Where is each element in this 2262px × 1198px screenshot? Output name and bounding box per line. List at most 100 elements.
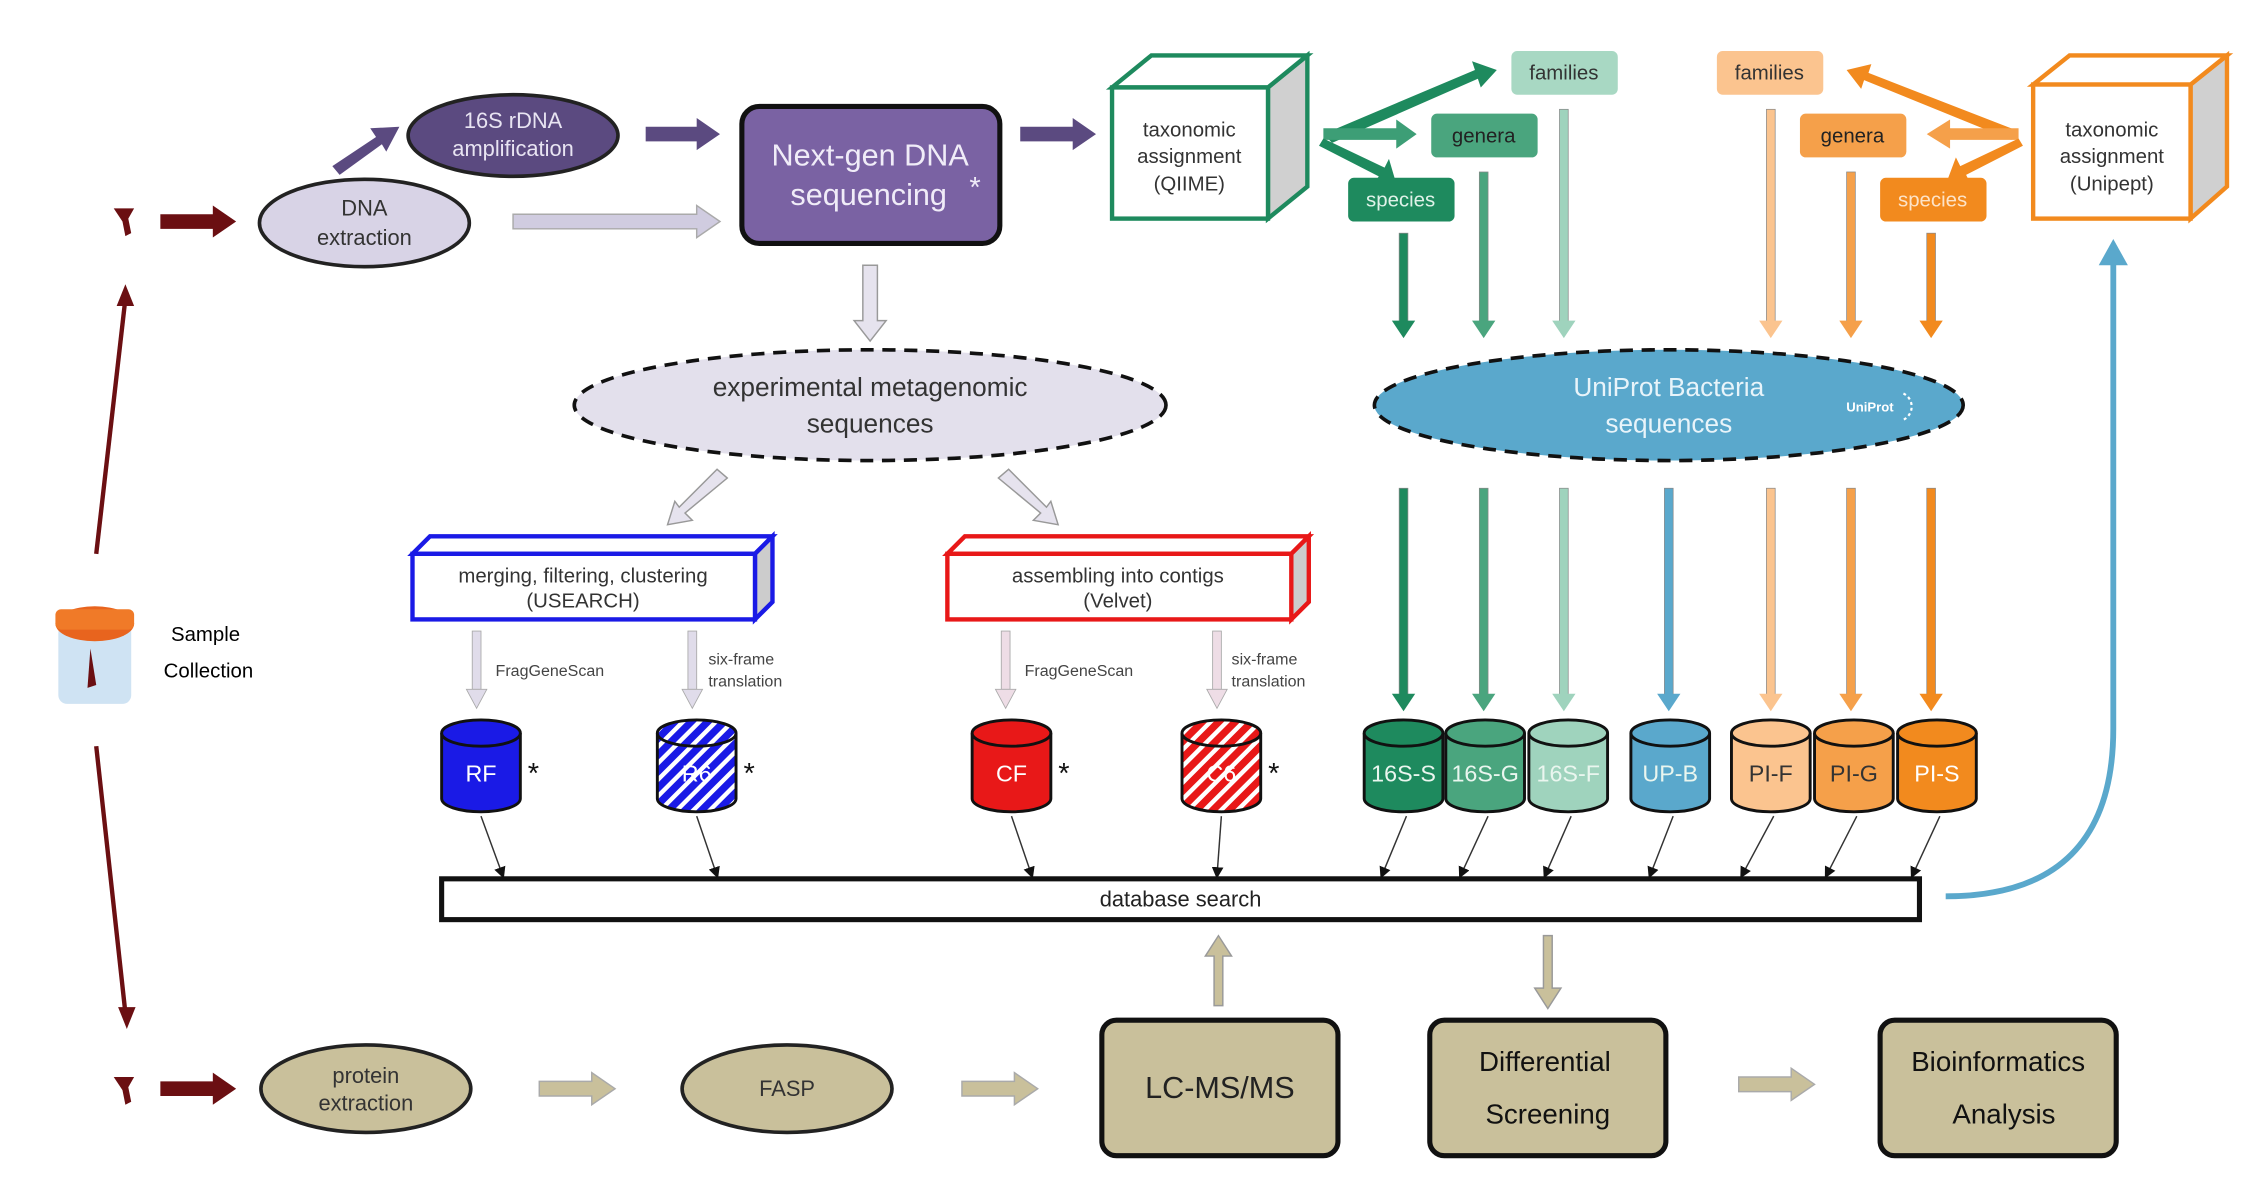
ngs-to-qiime-arrow xyxy=(1020,118,1097,151)
usearch-box: merging, filtering, clustering (USEARCH) xyxy=(407,531,778,625)
taxon-arrow xyxy=(1919,232,1943,339)
svg-text:LC-MS/MS: LC-MS/MS xyxy=(1145,1071,1295,1105)
database-search-connector xyxy=(1740,815,1775,879)
sixframe-label: six-frame xyxy=(1232,651,1298,669)
svg-text:extraction: extraction xyxy=(317,225,412,250)
fasp-node: FASP xyxy=(680,1043,894,1135)
database-label: R6 xyxy=(682,761,712,787)
orange-species-tag xyxy=(1880,177,1987,222)
translation-arrow xyxy=(681,630,704,710)
sample-label: Sample xyxy=(171,624,240,646)
uniprot-to-database-arrow xyxy=(1391,487,1416,712)
svg-text:experimental metagenomic: experimental metagenomic xyxy=(713,372,1028,402)
svg-text:database search: database search xyxy=(1100,886,1262,911)
database-search-bar: database search xyxy=(439,876,1923,923)
svg-text:sequences: sequences xyxy=(807,408,934,438)
taxon-arrow xyxy=(1839,171,1863,339)
database-cylinder-rf: RF* xyxy=(440,718,539,814)
qiime-fan-arrows xyxy=(1319,61,1497,186)
orange-families-label: families xyxy=(1735,63,1804,85)
database-to-search-lines xyxy=(480,815,1941,879)
taxon-arrow xyxy=(1552,108,1576,339)
green-genera-tag xyxy=(1431,113,1538,158)
svg-text:FASP: FASP xyxy=(759,1076,815,1101)
orange-families-tag xyxy=(1716,51,1824,95)
taxon-arrow xyxy=(1391,232,1416,339)
rdna-to-ngs-arrow xyxy=(645,118,721,151)
lcms-to-search-arrow xyxy=(1203,934,1233,1007)
to-rdna-arrow xyxy=(332,126,400,175)
uniprot-to-database-arrow xyxy=(1839,487,1863,712)
svg-text:Next-gen DNA: Next-gen DNA xyxy=(772,138,970,172)
database-search-connector xyxy=(1458,815,1489,879)
unipept-fan-arrows xyxy=(1846,64,2023,184)
dna-extraction-node: DNA extraction xyxy=(257,177,472,269)
sample-to-dna-arrow xyxy=(94,284,135,555)
database-label: CF xyxy=(996,761,1027,787)
database-label: 16S-F xyxy=(1536,761,1599,787)
fraggenescan-label: FragGeneScan xyxy=(1025,662,1134,680)
green-families-tag xyxy=(1511,51,1618,95)
ngs-to-experimental-arrow xyxy=(852,264,888,343)
database-search-connector xyxy=(1543,815,1572,879)
svg-text:taxonomic: taxonomic xyxy=(1143,120,1236,142)
svg-text:Analysis: Analysis xyxy=(1952,1099,2055,1130)
svg-text:(QIIME): (QIIME) xyxy=(1154,173,1225,195)
ngs-node: Next-gen DNA sequencing * xyxy=(739,103,1003,246)
sixframe-label: six-frame xyxy=(708,651,774,669)
database-cylinder-r6: R6* xyxy=(655,718,755,814)
svg-text:sequencing: sequencing xyxy=(790,178,947,212)
taxon-arrow xyxy=(1472,171,1496,339)
to-bioinformatics-arrow xyxy=(1738,1066,1816,1102)
qiime-cube: taxonomic assignment (QIIME) xyxy=(1105,50,1314,224)
translation-arrow xyxy=(994,630,1017,710)
orange-species-label: species xyxy=(1898,190,1967,212)
tissue-icon xyxy=(113,1077,135,1105)
svg-text:Screening: Screening xyxy=(1485,1099,1610,1130)
protein-extraction-node: protein extraction xyxy=(259,1043,473,1135)
svg-text:assignment: assignment xyxy=(1137,146,1242,168)
svg-text:UniProt Bacteria: UniProt Bacteria xyxy=(1573,372,1764,402)
experimental-sequences-node: experimental metagenomic sequences xyxy=(572,347,1168,463)
search-to-differential-arrow xyxy=(1533,934,1563,1010)
svg-text:assignment: assignment xyxy=(2060,146,2165,168)
svg-text:DNA: DNA xyxy=(341,196,388,221)
uniprot-logo: UniProt xyxy=(1846,400,1894,415)
database-search-connector xyxy=(1824,815,1858,879)
search-to-unipept-arrow xyxy=(1945,239,2128,900)
svg-text:extraction: extraction xyxy=(318,1091,413,1116)
svg-text:Bioinformatics: Bioinformatics xyxy=(1911,1046,2085,1077)
uniprot-to-database-arrow xyxy=(1657,487,1681,712)
database-label: 16S-S xyxy=(1371,761,1436,787)
database-label: RF xyxy=(465,761,496,787)
database-search-connector xyxy=(480,815,506,879)
database-cylinder-c6: C6* xyxy=(1180,718,1279,814)
uniprot-bacteria-node: UniProt Bacteria sequences UniProt xyxy=(1372,347,1966,463)
svg-text:(USEARCH): (USEARCH) xyxy=(526,590,639,612)
bioinformatics-analysis-node: Bioinformatics Analysis xyxy=(1877,1017,2119,1159)
database-cylinder-16s-f: 16S-F xyxy=(1527,718,1610,814)
green-species-tag xyxy=(1348,177,1455,222)
translation-label: translation xyxy=(1232,672,1306,690)
uniprot-to-database-arrow xyxy=(1759,487,1783,712)
database-search-connector xyxy=(1910,815,1941,879)
asterisk-mark: * xyxy=(1058,758,1069,790)
svg-text:sequences: sequences xyxy=(1605,408,1732,438)
svg-text:protein: protein xyxy=(332,1063,399,1088)
to-usearch-arrow xyxy=(666,468,729,526)
translation-arrow xyxy=(465,630,488,710)
database-cylinder-up-b: UP-B xyxy=(1629,718,1712,814)
orange-genera-label: genera xyxy=(1821,125,1885,147)
sample-to-protein-arrow xyxy=(94,745,136,1029)
translation-arrow xyxy=(1206,630,1228,710)
collection-label: Collection xyxy=(164,660,254,682)
svg-text:16S rDNA: 16S rDNA xyxy=(464,108,563,133)
svg-text:Differential: Differential xyxy=(1479,1046,1611,1077)
database-cylinder-16s-s: 16S-S xyxy=(1362,718,1445,814)
database-cylinder-pi-g: PI-G xyxy=(1813,718,1895,814)
database-cylinder-pi-s: PI-S xyxy=(1896,718,1978,814)
uniprot-to-database-arrow xyxy=(1919,487,1943,712)
